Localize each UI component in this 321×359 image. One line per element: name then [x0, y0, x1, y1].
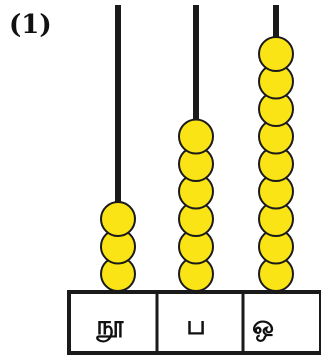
place-label-ones: ஒ [252, 311, 274, 343]
place-label-hundreds: நூ [95, 311, 124, 343]
abacus-base-frame [67, 290, 321, 355]
bead-ones [258, 36, 294, 72]
place-label-tens: ப [186, 311, 205, 341]
bead-hundreds [100, 201, 136, 237]
problem-number: (1) [9, 10, 52, 40]
abacus-base: நூ ப ஒ [67, 290, 321, 355]
abacus-beads [100, 36, 294, 292]
bead-tens [178, 118, 214, 155]
